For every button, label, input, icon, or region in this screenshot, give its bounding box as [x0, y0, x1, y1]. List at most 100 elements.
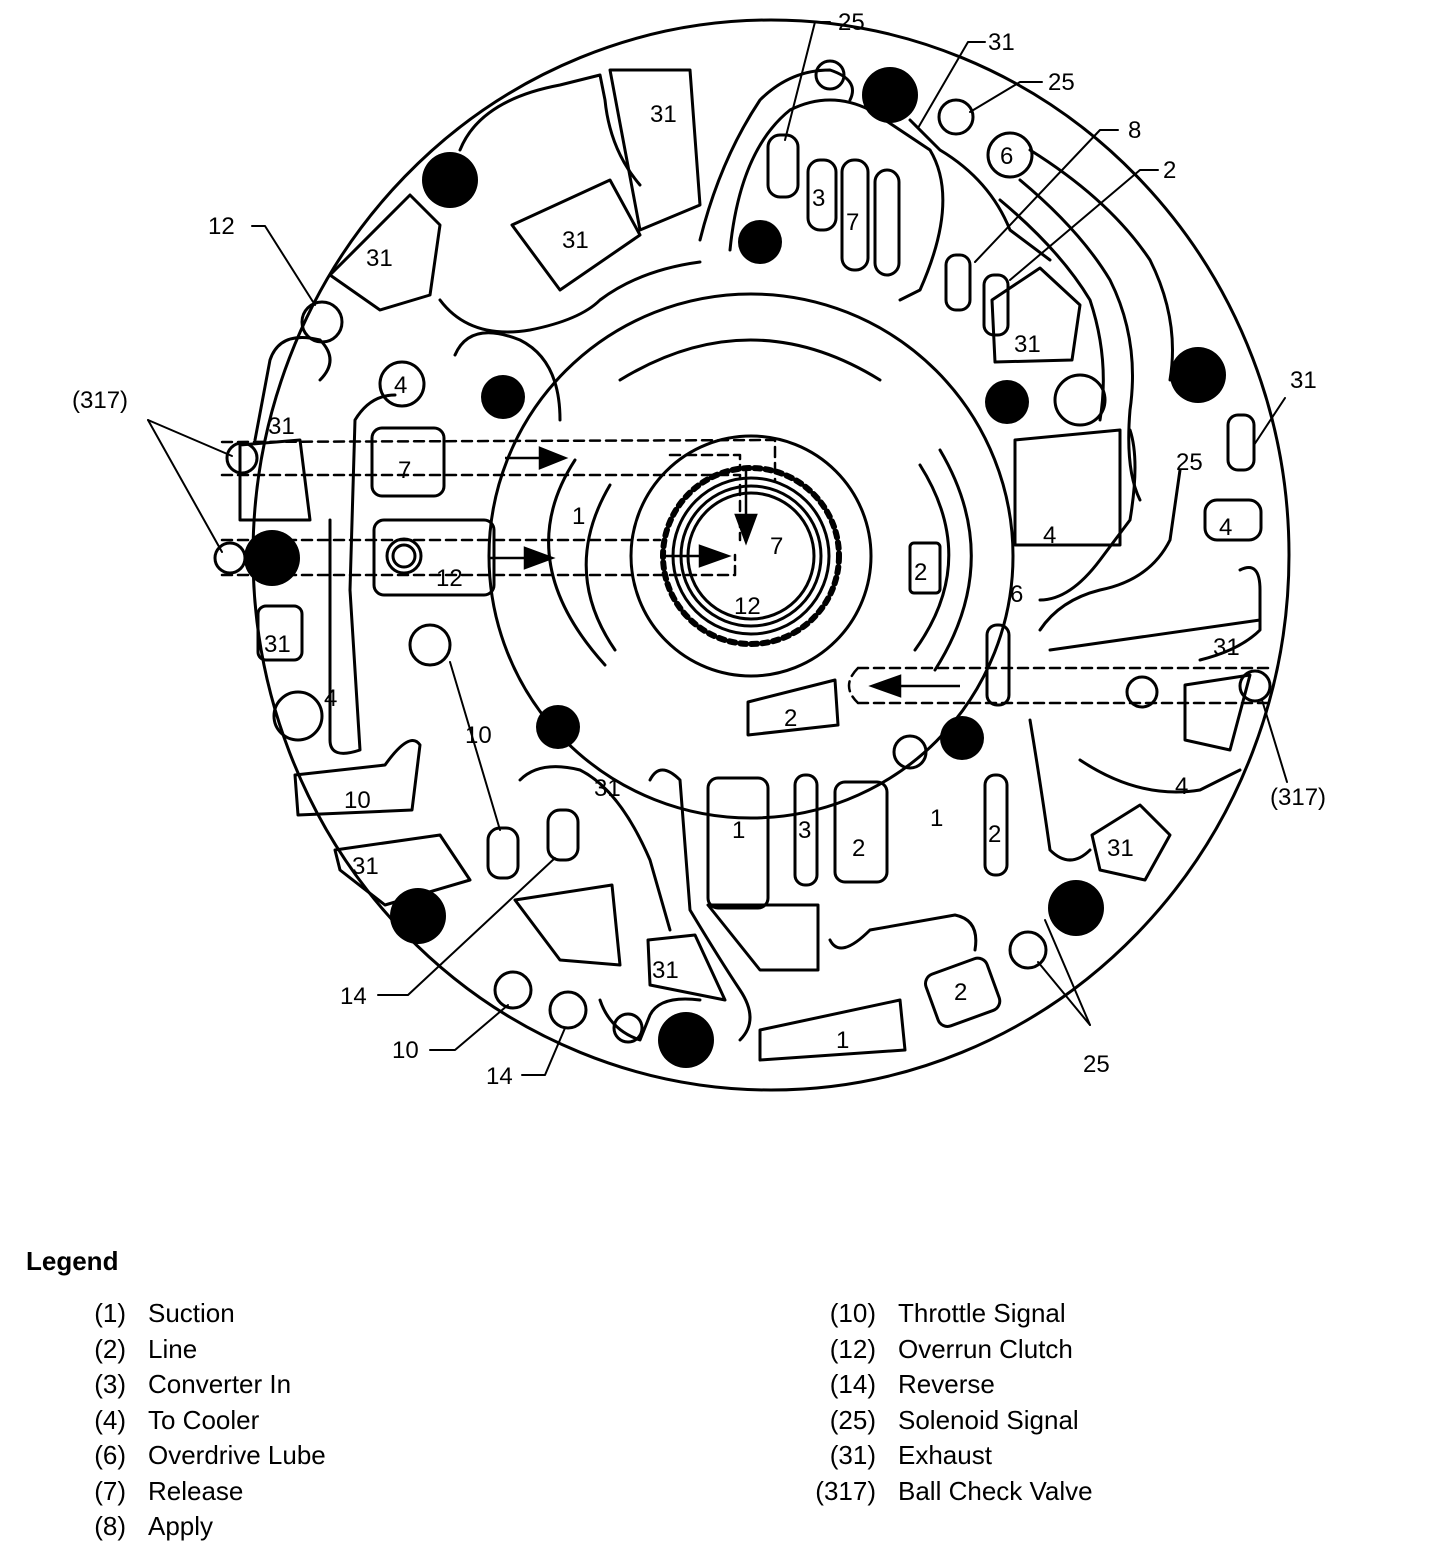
- port-label-12: 12: [436, 565, 463, 592]
- port-label-31: 31: [1014, 331, 1041, 358]
- port-box-31-bottom: [646, 933, 727, 1002]
- port-circle-top-small: [814, 59, 846, 91]
- arc-passage-2: [913, 448, 973, 672]
- arrow-down: [734, 470, 758, 546]
- port-circle-4-left: [272, 690, 324, 742]
- legend-title: Legend: [26, 1246, 119, 1276]
- legend-text: Ball Check Valve: [898, 1475, 1093, 1506]
- arrow-center: [660, 544, 732, 568]
- channel-1: [458, 73, 642, 187]
- port-label-4: 4: [324, 685, 337, 712]
- plug-6: [1170, 347, 1226, 403]
- leader-8: [974, 129, 1119, 263]
- port-box-31-right: [1183, 673, 1252, 752]
- slot-c: [840, 158, 870, 272]
- port-circle-4-top: [378, 360, 426, 408]
- port-label-31: 31: [594, 775, 621, 802]
- callout-317-left: (317): [72, 387, 128, 414]
- callout-25-top-right: 25: [1048, 69, 1075, 96]
- port-circle-317-right-a: [1125, 675, 1159, 709]
- channel-15: [1038, 468, 1182, 632]
- legend-text: Apply: [148, 1511, 214, 1541]
- leader-31-right: [1253, 397, 1286, 446]
- slot-31-right: [1226, 413, 1256, 472]
- legend-code: (25): [829, 1404, 876, 1435]
- plug-5: [985, 380, 1029, 424]
- channel-5: [1028, 148, 1174, 382]
- arrow-left: [868, 674, 960, 698]
- channel-8: [253, 336, 332, 442]
- channel-10: [438, 260, 702, 334]
- leader-12: [251, 225, 316, 306]
- leader-317-left-a: [147, 419, 233, 457]
- port-box-31-left-top: [238, 438, 312, 522]
- port-box-31-left: [256, 604, 304, 662]
- port-circle-mid: [892, 734, 928, 770]
- legend-text: Overdrive Lube: [148, 1440, 326, 1470]
- legend-item: (6) Overdrive Lube: [0, 1440, 600, 1476]
- callout-2: 2: [1163, 157, 1176, 184]
- slot-1: [706, 776, 770, 910]
- port-label-31: 31: [352, 853, 379, 880]
- port-box-31-bottom-right: [1090, 803, 1172, 882]
- callout-31-top: 31: [988, 29, 1015, 56]
- port-label-10: 10: [344, 787, 371, 814]
- legend-code: (3): [94, 1369, 126, 1399]
- slot-8: [944, 253, 972, 312]
- port-box-2-right: [908, 541, 942, 595]
- plug-3: [738, 220, 782, 264]
- port-label-6: 6: [1000, 143, 1013, 170]
- port-circle-317-right-b: [1238, 669, 1272, 703]
- port-12-valve-inner: [391, 543, 417, 569]
- slot-6: [985, 623, 1011, 707]
- legend-code: (6): [94, 1440, 126, 1470]
- channel-19: [1198, 566, 1262, 662]
- legend-code: (2): [94, 1333, 126, 1364]
- port-label-2: 2: [852, 835, 865, 862]
- port-circle-25-bottom: [1008, 930, 1048, 970]
- leader-317-left-b: [147, 419, 223, 553]
- plug-4: [481, 375, 525, 419]
- legend-text: Suction: [148, 1298, 235, 1328]
- channel-16: [1048, 618, 1262, 794]
- slot-10: [486, 826, 520, 880]
- flow-line-12: [220, 538, 737, 577]
- slot-2b: [983, 773, 1009, 877]
- callout-8: 8: [1128, 117, 1141, 144]
- port-label-31: 31: [366, 245, 393, 272]
- legend-code: (317): [815, 1475, 876, 1506]
- leader-14-left: [377, 857, 556, 996]
- port-label-3: 3: [798, 817, 811, 844]
- port-circle-bottom-small: [612, 1012, 644, 1044]
- callout-10-mid: 10: [465, 722, 492, 749]
- port-label-31: 31: [268, 413, 295, 440]
- legend-text: Line: [148, 1333, 198, 1364]
- flow-line-center: [668, 453, 742, 472]
- ring-section: [618, 338, 882, 382]
- legend-text: To Cooler: [148, 1404, 260, 1435]
- legend-code: (8): [94, 1511, 126, 1541]
- channel-6: [1018, 178, 1142, 502]
- slot-b: [806, 158, 838, 232]
- port-circle-12: [300, 300, 344, 344]
- channel-4: [908, 118, 1052, 262]
- legend-code: (7): [94, 1475, 126, 1506]
- legend-item: (14)Reverse: [700, 1369, 1400, 1405]
- port-box-31-top-b: [510, 178, 642, 292]
- port-label-7: 7: [846, 209, 859, 236]
- slot-2-top: [982, 273, 1010, 337]
- callout-12: 12: [208, 213, 235, 240]
- plug-7: [244, 530, 300, 586]
- leader-14-bottom: [521, 1027, 566, 1076]
- legend-code: (4): [94, 1404, 126, 1435]
- leader-317-right: [1261, 699, 1288, 783]
- port-box-2-bottom: [924, 956, 1002, 1028]
- legend-item: (12)Overrun Clutch: [700, 1334, 1400, 1370]
- plug-8: [536, 705, 580, 749]
- port-box-10: [293, 739, 422, 817]
- legend-item: (3)Converter In: [0, 1369, 600, 1405]
- port-circle-25-top: [937, 98, 975, 136]
- legend-text: Release: [148, 1475, 244, 1506]
- legend-item: (2) Line: [0, 1334, 600, 1370]
- slot-3: [793, 773, 819, 887]
